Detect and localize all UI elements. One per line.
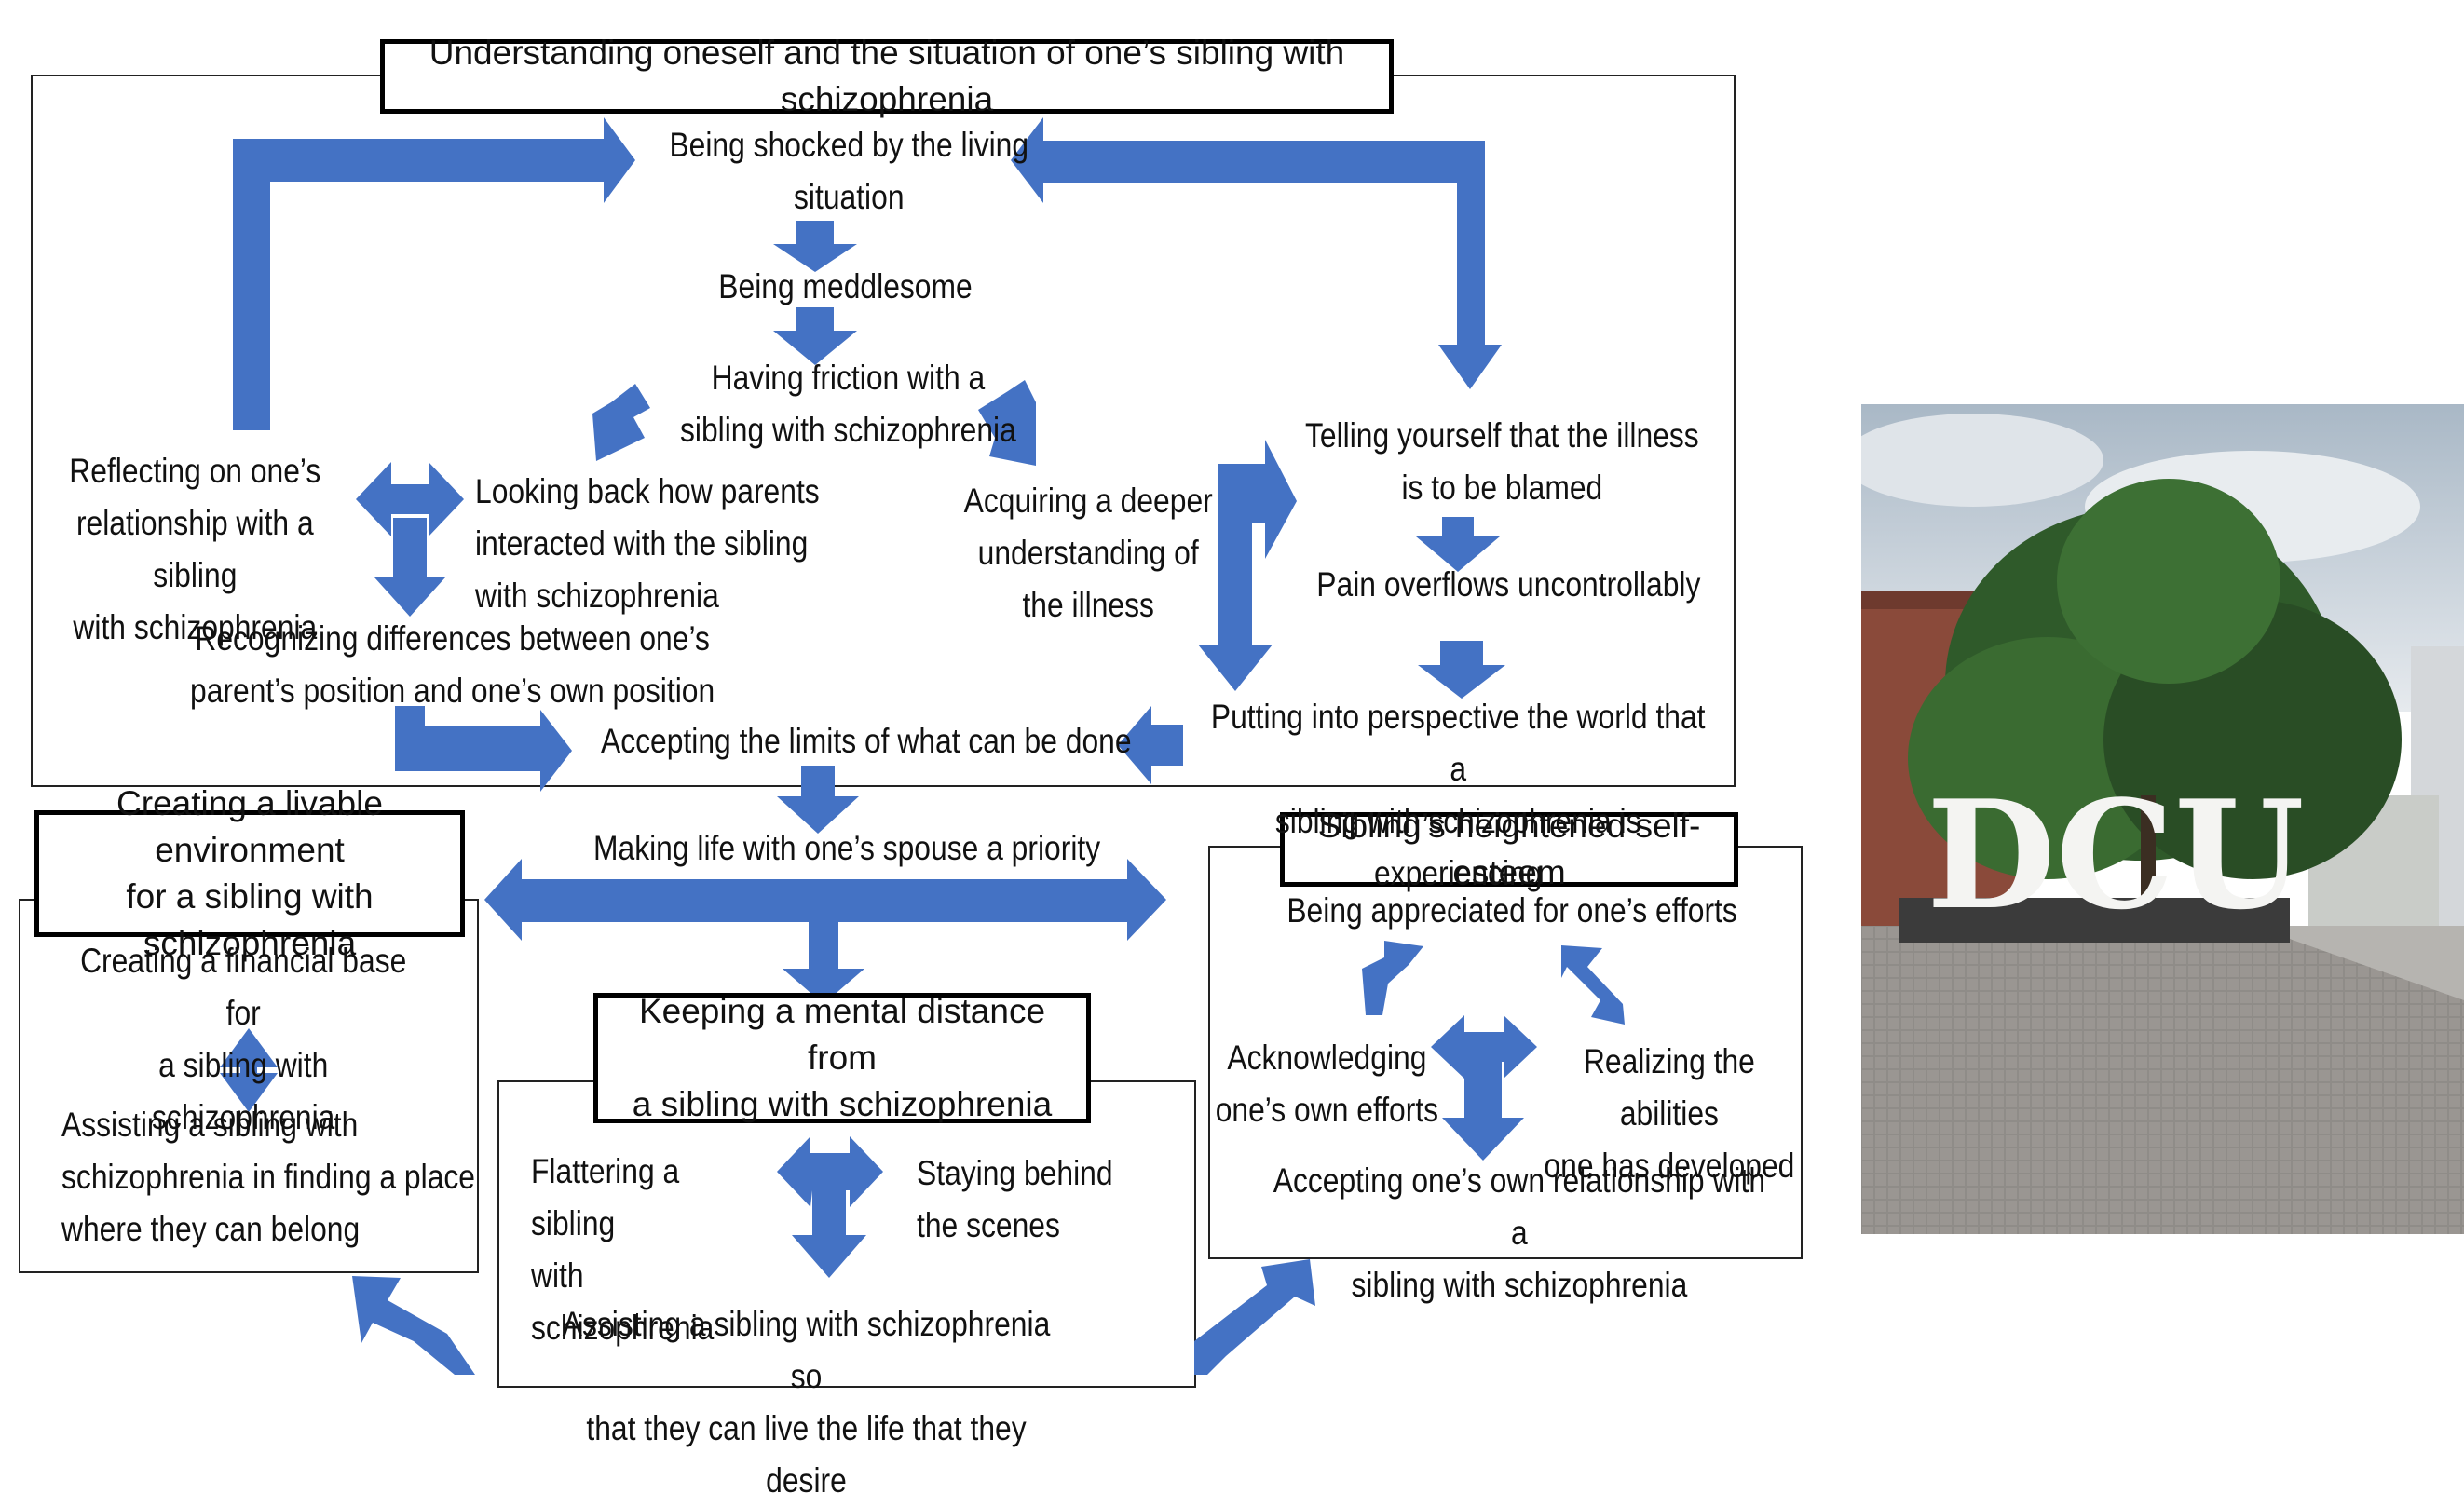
node-flattering: Flattering a sibling with schizophrenia: [531, 1152, 715, 1347]
node-financial: Creating a financial base for a sibling …: [80, 942, 407, 1136]
flattering-staying-assisting-arrow: [777, 1136, 883, 1278]
appreciated-to-acknowledging-arrow: [1362, 941, 1423, 1015]
right-section-header: Sibling’s heightened self-esteem: [1280, 807, 1738, 891]
left-section-header: Creating a livable environment for a sib…: [34, 784, 465, 962]
right-loop-arrow: [1011, 117, 1502, 389]
node-appreciated: Being appreciated for one’s efforts: [1286, 891, 1737, 930]
telling-to-pain-arrow: [1416, 517, 1500, 572]
perspective-to-limits-arrow: [1118, 706, 1183, 784]
node-reflecting: Reflecting on one’s relationship with a …: [69, 452, 321, 646]
financial-assisting-arrow: [220, 1028, 278, 1112]
node-assisting-life: Assisting a sibling with schizophrenia s…: [562, 1305, 1051, 1500]
node-meddlesome: Being meddlesome: [718, 267, 973, 305]
middle-section-header: Keeping a mental distance from a sibling…: [593, 992, 1091, 1123]
node-acknowledging: Acknowledging one’s own efforts: [1215, 1039, 1439, 1129]
node-telling: Telling yourself that the illness is to …: [1304, 416, 1699, 507]
spouse-horizontal-arrow: [484, 859, 1166, 941]
node-shocked: Being shocked by the living situation: [669, 126, 1029, 216]
node-friction: Having friction with a sibling with schi…: [679, 359, 1016, 449]
campus-photo: DCU: [1861, 404, 2464, 1234]
appreciated-realizing-arrow: [1561, 945, 1625, 1025]
friction-to-lookingback-arrow: [592, 384, 650, 461]
telling-perspective-elbow-arrow: [1198, 440, 1297, 691]
node-perspective: Putting into perspective the world that …: [1210, 698, 1706, 892]
node-realizing: Realizing the abilities one has develope…: [1544, 1042, 1795, 1185]
recognizing-to-limits-arrow: [395, 706, 572, 792]
bottom-left-diagonal-arrow: [352, 1276, 475, 1375]
node-pain: Pain overflows uncontrollably: [1316, 565, 1701, 604]
node-spouse: Making life with one’s spouse a priority: [593, 829, 1101, 867]
top-section-header: Understanding oneself and the situation …: [380, 34, 1394, 118]
spouse-to-middle-arrow: [783, 922, 864, 1004]
limits-to-spouse-arrow: [777, 766, 859, 834]
friction-to-acquiring-arrow: [978, 380, 1036, 466]
shocked-to-meddlesome-arrow: [773, 221, 857, 272]
reflecting-lookingback-arrow: [356, 462, 464, 536]
arrows-layer: [220, 117, 1625, 1375]
node-staying: Staying behind the scenes: [917, 1154, 1113, 1244]
left-loop-arrow: [233, 117, 635, 430]
pain-to-perspective-arrow: [1418, 641, 1505, 699]
bottom-right-diagonal-arrow: [1194, 1259, 1315, 1375]
node-acquiring: Acquiring a deeper understanding of the …: [963, 482, 1213, 624]
meddlesome-to-friction-arrow: [773, 307, 857, 365]
node-accepting-relationship: Accepting one’s own relationship with a …: [1273, 1161, 1766, 1304]
photo-sign-text: DCU: [1926, 767, 2305, 943]
node-looking-back: Looking back how parents interacted with…: [475, 472, 820, 615]
acknowledging-realizing-accepting-arrow: [1431, 1015, 1537, 1161]
node-recognizing: Recognizing differences between one’s pa…: [190, 619, 715, 710]
reflecting-to-recognizing-arrow: [374, 518, 445, 617]
node-assisting-place: Assisting a sibling with schizophrenia i…: [61, 1106, 476, 1248]
node-accepting-limits: Accepting the limits of what can be done: [601, 722, 1132, 760]
